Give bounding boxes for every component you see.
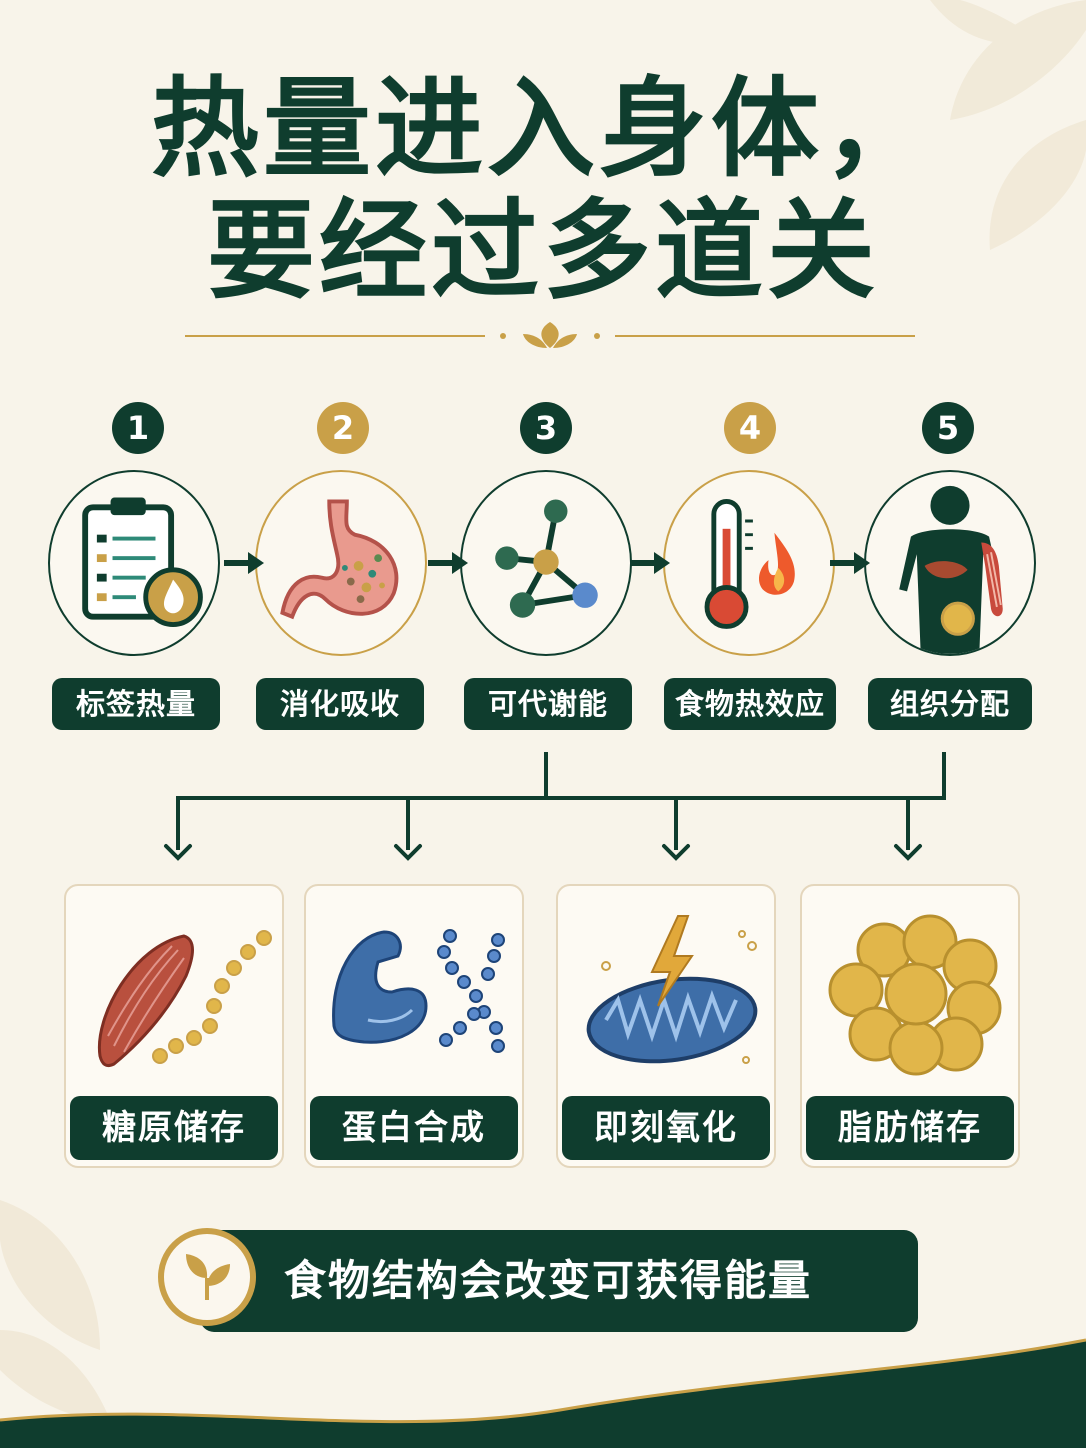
muscle-glycogen-chain-icon (97, 930, 272, 1068)
outcome-label-fat: 脂肪储存 (806, 1096, 1014, 1160)
body-organs-icon (899, 485, 1003, 654)
outcome-card-oxidation: 即刻氧化 (556, 884, 776, 1168)
step-3-label: 可代谢能 (464, 678, 632, 730)
step-5-circle (864, 470, 1036, 656)
step-1-number: 1 (112, 402, 164, 454)
step-4-number: 4 (724, 402, 776, 454)
thermometer-flame-icon (704, 499, 795, 629)
outcome-label-glycogen: 糖原储存 (70, 1096, 278, 1160)
step-1-label: 标签热量 (52, 678, 220, 730)
step-3-number: 3 (520, 402, 572, 454)
step-1-circle (48, 470, 220, 656)
arrow-right-icon (630, 552, 670, 574)
branch-connector (164, 752, 946, 861)
title-divider (185, 322, 915, 348)
footer-text: 食物结构会改变可获得能量 (284, 1256, 813, 1305)
arrow-right-icon (830, 552, 870, 574)
step-5-number: 5 (922, 402, 974, 454)
step-4-label: 食物热效应 (664, 678, 836, 730)
stomach-icon (280, 499, 399, 620)
arrow-right-icon (428, 552, 468, 574)
step-2-number: 2 (317, 402, 369, 454)
step-2-label: 消化吸收 (256, 678, 424, 730)
outcome-label-oxidation: 即刻氧化 (562, 1096, 770, 1160)
step-5-label: 组织分配 (868, 678, 1032, 730)
molecule-icon (495, 499, 598, 618)
step-3-circle (460, 470, 632, 656)
outcome-card-protein: 蛋白合成 (304, 884, 524, 1168)
step-2-circle (255, 470, 427, 656)
title-line-2: 要经过多道关 (206, 189, 879, 314)
outcome-card-fat: 脂肪储存 (800, 884, 1020, 1168)
fat-cells-icon (828, 914, 1002, 1076)
title-line-1: 热量进入身体， (150, 67, 935, 192)
arm-protein-chain-icon (332, 929, 505, 1053)
outcome-card-glycogen: 糖原储存 (64, 884, 284, 1168)
step-4-circle (663, 470, 835, 656)
leaf-badge-icon (186, 1254, 230, 1300)
arrow-right-icon (224, 552, 264, 574)
footer-banner: 食物结构会改变可获得能量 (200, 1230, 918, 1332)
leaf-badge (158, 1228, 256, 1326)
clipboard-flame-icon (82, 497, 203, 627)
mitochondria-lightning-icon (586, 915, 758, 1064)
outcome-label-protein: 蛋白合成 (310, 1096, 518, 1160)
